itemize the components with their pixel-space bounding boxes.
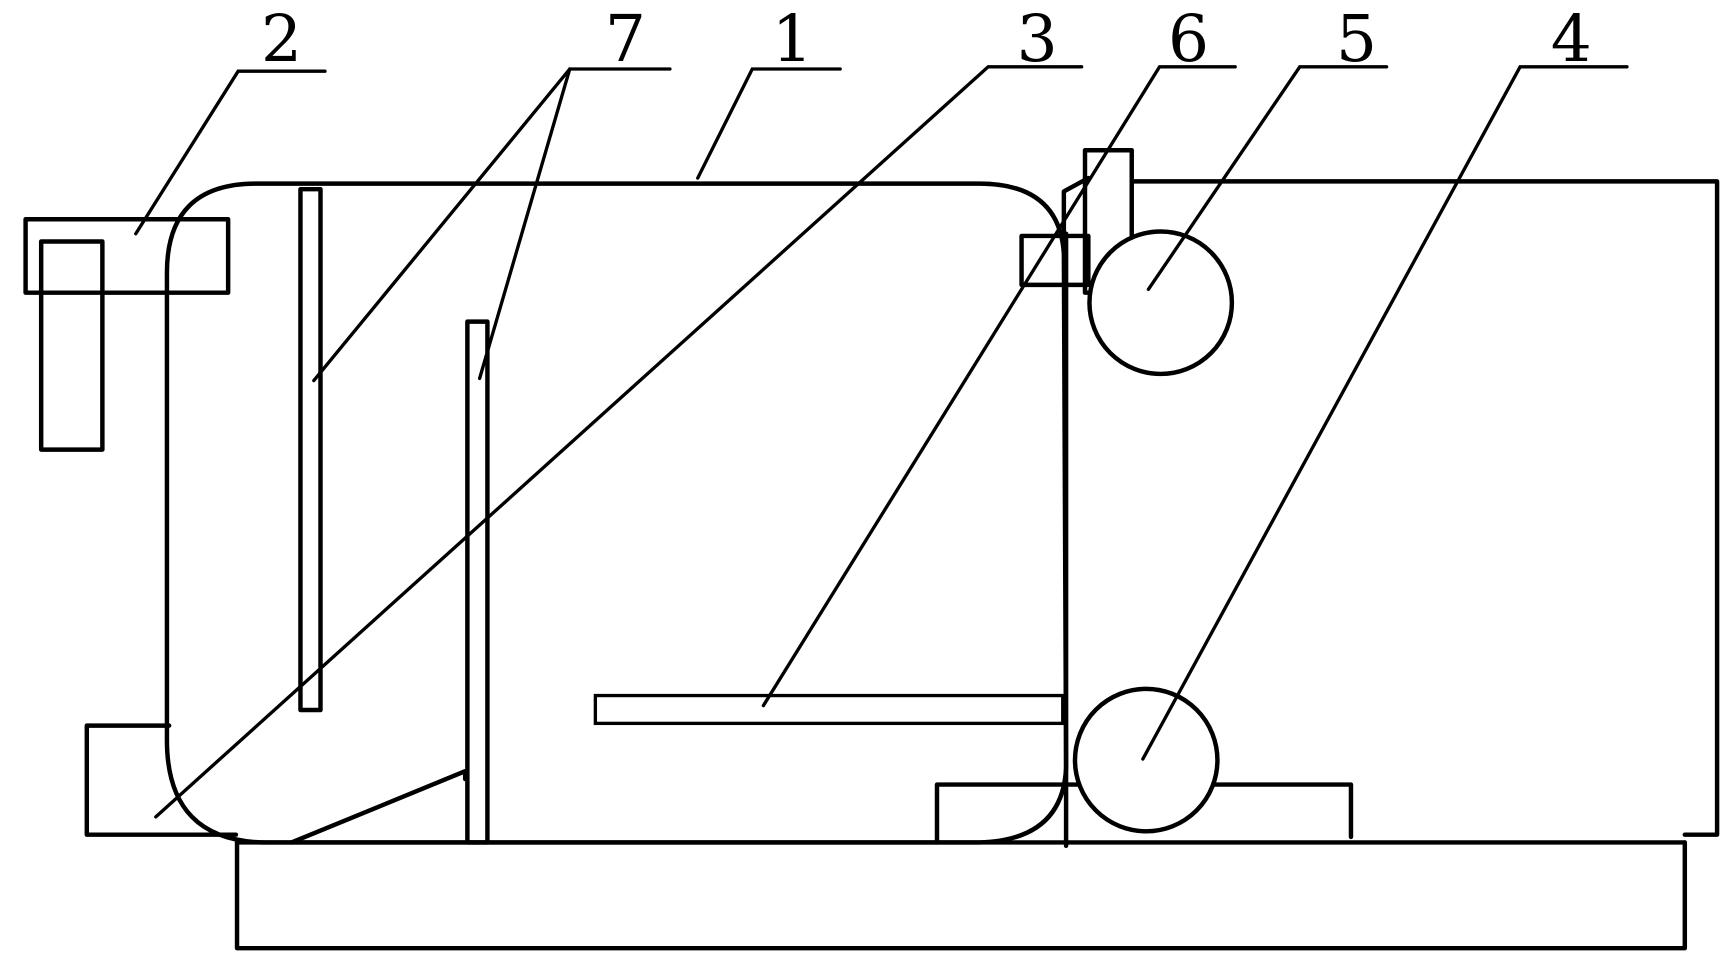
part-number-4: 4	[1551, 2, 1592, 77]
leader-4	[1141, 65, 1629, 761]
part-number-3: 3	[1017, 2, 1058, 77]
inlet-pipe-horizontal	[23, 217, 231, 295]
leader-1	[696, 67, 842, 180]
base-frame	[234, 840, 1688, 951]
part-number-1: 1	[772, 2, 813, 77]
leader-2	[134, 69, 327, 236]
inlet-pipe-vertical	[38, 239, 105, 452]
leader-3	[154, 65, 1084, 819]
right-housing	[1130, 179, 1720, 837]
leader-7-b	[477, 67, 572, 381]
main-tank	[164, 181, 1069, 845]
baffle-plate-right	[465, 319, 490, 845]
part-number-7: 7	[605, 2, 646, 77]
part-number-5: 5	[1336, 2, 1377, 77]
shelf-plate	[593, 693, 1065, 726]
part-number-2: 2	[261, 2, 302, 77]
baffle-plate-left	[298, 186, 323, 713]
leader-lines	[134, 65, 1629, 819]
upper-roller	[1087, 229, 1235, 377]
bracket-block	[1019, 233, 1091, 288]
left-lower-block	[84, 723, 239, 837]
leader-5	[1146, 65, 1389, 292]
bottom-slope	[289, 769, 468, 845]
part-number-6: 6	[1168, 2, 1209, 77]
leader-6	[761, 65, 1237, 708]
lower-roller	[1072, 686, 1220, 834]
